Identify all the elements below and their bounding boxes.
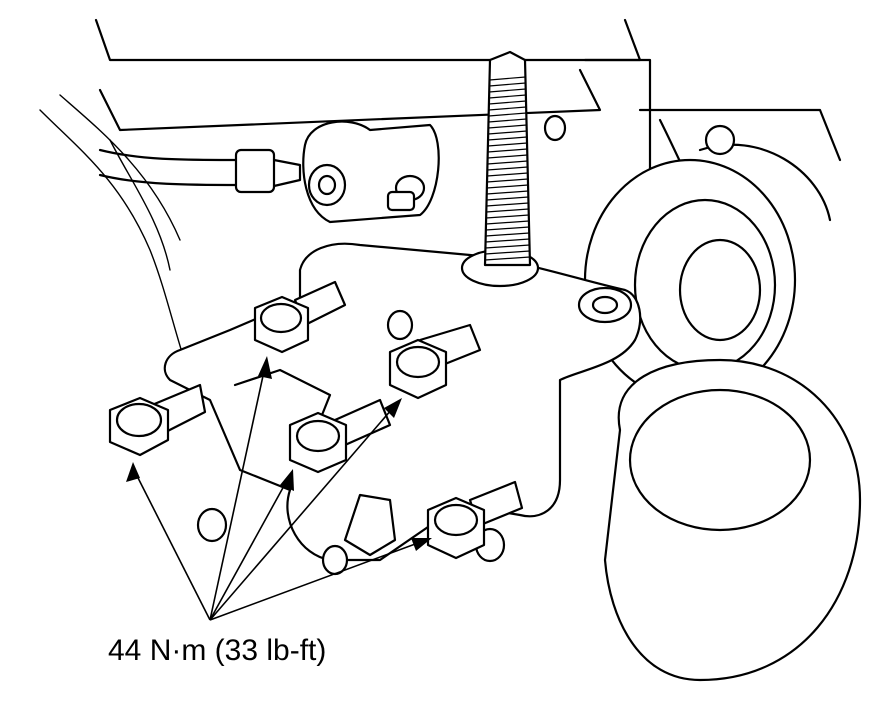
stud-thread-line [489,76,526,81]
stud-thread-line [488,118,527,123]
stud-thread-line [488,112,527,117]
stud-thread-line [487,154,528,159]
stud-thread-line [487,142,528,147]
stud-thread-line [489,94,526,99]
stud-thread-line [485,244,530,249]
stud-thread-line [486,208,529,213]
flange-bolts [108,280,524,560]
stud-thread-line [488,106,527,111]
callout-leaders [126,356,432,621]
mount-stud [460,50,633,324]
sensor-boss [302,120,440,224]
flange-bolt-5 [426,480,524,560]
pulley-assembly [583,124,862,682]
arrow-bolt-1 [126,462,140,482]
engine-outline [39,18,842,401]
stud-thread-line [489,82,526,87]
flange-bolt-3 [388,323,482,400]
stud-thread-line [488,100,527,105]
stud-thread-line [485,232,530,237]
stud-thread-line [485,238,530,243]
arrow-bolt-2 [258,356,272,379]
stud-thread-line [488,124,527,129]
stud-thread-line [487,160,528,165]
flange-bolt-1 [108,383,207,457]
wire-harness [98,148,302,194]
stud-thread-line [486,184,529,189]
arrow-bolt-4 [280,469,294,491]
stud-thread-line [485,220,530,225]
stud-thread-line [485,250,530,255]
flange-bolt-2 [253,280,347,354]
stud-thread-line [486,178,529,183]
stud-thread-line [485,226,530,231]
arrow-bolt-5 [411,538,432,551]
stud-thread-line [489,88,526,93]
stud-thread-line [485,256,530,261]
arrow-bolt-3 [384,398,402,418]
stud-thread-line [486,190,529,195]
stud-thread-line [486,202,529,207]
stud-thread-line [488,136,527,141]
stud-thread-line [487,148,528,153]
stud-thread-line [487,172,528,177]
stud-thread-line [487,166,528,171]
stud-thread-line [488,130,527,135]
stud-thread-line [486,196,529,201]
torque-spec-label: 44 N·m (33 lb-ft) [108,634,327,667]
stud-thread-line [486,214,529,219]
flange-bolt-4 [288,398,392,474]
